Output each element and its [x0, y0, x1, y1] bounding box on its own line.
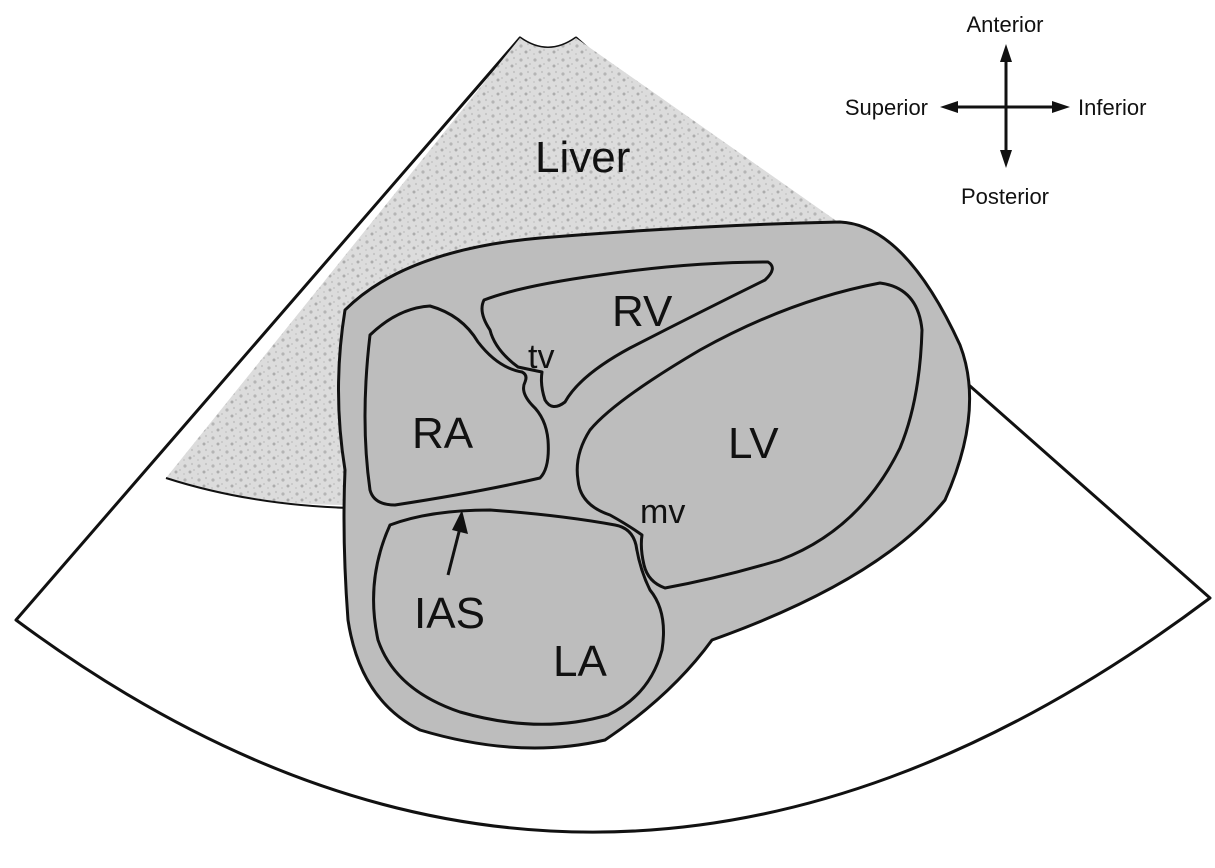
ias-label: IAS: [414, 589, 485, 638]
anterior-arrowhead: [1000, 44, 1012, 62]
liver-label: Liver: [535, 133, 630, 182]
mv-label: mv: [640, 493, 685, 531]
rv-label: RV: [612, 287, 673, 336]
posterior-arrowhead: [1000, 150, 1012, 168]
la-label: LA: [553, 637, 607, 686]
inferior-arrowhead: [1052, 101, 1070, 113]
superior-label: Superior: [845, 95, 928, 120]
anterior-label: Anterior: [966, 12, 1043, 37]
posterior-label: Posterior: [961, 184, 1049, 209]
orientation-compass: Anterior Superior Inferior Posterior: [845, 12, 1147, 209]
superior-arrowhead: [940, 101, 958, 113]
ra-label: RA: [412, 409, 474, 458]
lv-label: LV: [728, 419, 779, 468]
inferior-label: Inferior: [1078, 95, 1146, 120]
tv-label: tv: [528, 338, 554, 376]
